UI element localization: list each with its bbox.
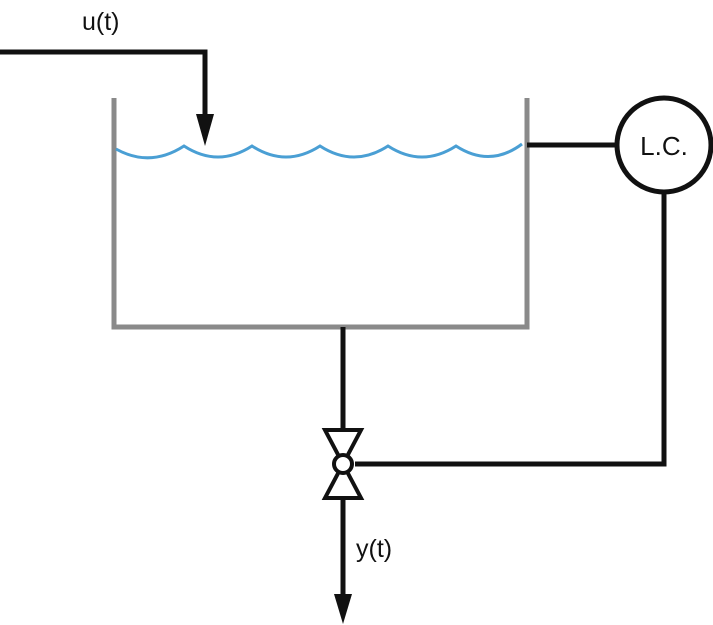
control-signal-line — [355, 192, 667, 467]
output-label: y(t) — [356, 535, 392, 563]
inflow-line — [0, 49, 208, 118]
controller-label: L.C. — [640, 131, 688, 161]
outflow-arrow-icon — [334, 594, 352, 624]
water-surface — [115, 142, 523, 160]
inflow-arrow-icon — [196, 114, 214, 146]
valve-icon — [321, 428, 365, 500]
input-label: u(t) — [82, 8, 120, 36]
tank-vessel — [111, 98, 530, 330]
